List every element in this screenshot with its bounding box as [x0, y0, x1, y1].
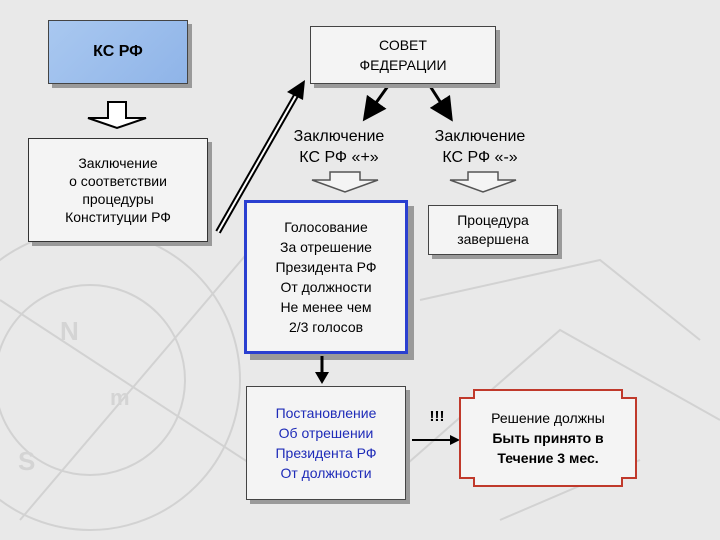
text-line: Заключение [434, 128, 526, 145]
ks-rf-box: КС РФ [48, 20, 188, 84]
text-line: Заключение [78, 155, 158, 171]
text-line: Заключение [293, 128, 385, 145]
text-line: Президента РФ [275, 445, 377, 461]
text-line: Голосование [284, 219, 368, 235]
hollow-arrow-plus [311, 171, 379, 193]
exclamation-mark: !!! [420, 404, 454, 428]
text-line: Процедура [457, 212, 529, 228]
deadline-box-shape [459, 389, 637, 487]
negative-conclusion-label: Заключение КС РФ «-» [418, 124, 542, 170]
text-line: о соответствии [69, 173, 167, 189]
text-line: СОВЕТ [379, 37, 427, 53]
svg-text:S: S [18, 446, 35, 476]
svg-text:m: m [110, 385, 130, 410]
federation-council-box: СОВЕТ ФЕДЕРАЦИИ [310, 26, 496, 84]
text-line: КС РФ «-» [442, 149, 518, 166]
text-line: завершена [457, 231, 529, 247]
voting-box: Голосование За отрешение Президента РФ О… [244, 200, 408, 354]
text-line: процедуры [82, 191, 154, 207]
text-line: 2/3 голосов [288, 319, 364, 335]
text-line: Конституции РФ [65, 209, 171, 225]
text-line: Не менее чем [280, 299, 372, 315]
svg-text:N: N [60, 316, 79, 346]
hollow-arrow-minus [449, 171, 517, 193]
positive-conclusion-label: Заключение КС РФ «+» [280, 124, 398, 170]
text-line: Решение должны [491, 410, 605, 426]
text-line: От должности [280, 465, 372, 481]
decision-deadline-box: Решение должны Быть принято в Течение 3 … [460, 390, 636, 486]
text-line: Быть принято в [492, 430, 604, 446]
text-line: За отрешение [280, 239, 372, 255]
arrow-to-plus [362, 85, 390, 122]
text-line: ФЕДЕРАЦИИ [359, 57, 447, 73]
conformity-conclusion-box: Заключение о соответствии процедуры Конс… [28, 138, 208, 242]
exclamation-label: !!! [429, 407, 445, 425]
text-line: КС РФ «+» [299, 149, 379, 166]
text-line: Постановление [275, 405, 377, 421]
ks-rf-label: КС РФ [93, 43, 143, 60]
procedure-completed-box: Процедура завершена [428, 205, 558, 255]
hollow-arrow-ks [87, 101, 147, 130]
text-line: Президента РФ [275, 259, 377, 275]
text-line: От должности [280, 279, 372, 295]
text-line: Об отрешении [278, 425, 374, 441]
resolution-box: Постановление Об отрешении Президента РФ… [246, 386, 406, 500]
text-line: Течение 3 мес. [497, 450, 599, 466]
arrow-to-minus [428, 85, 453, 122]
